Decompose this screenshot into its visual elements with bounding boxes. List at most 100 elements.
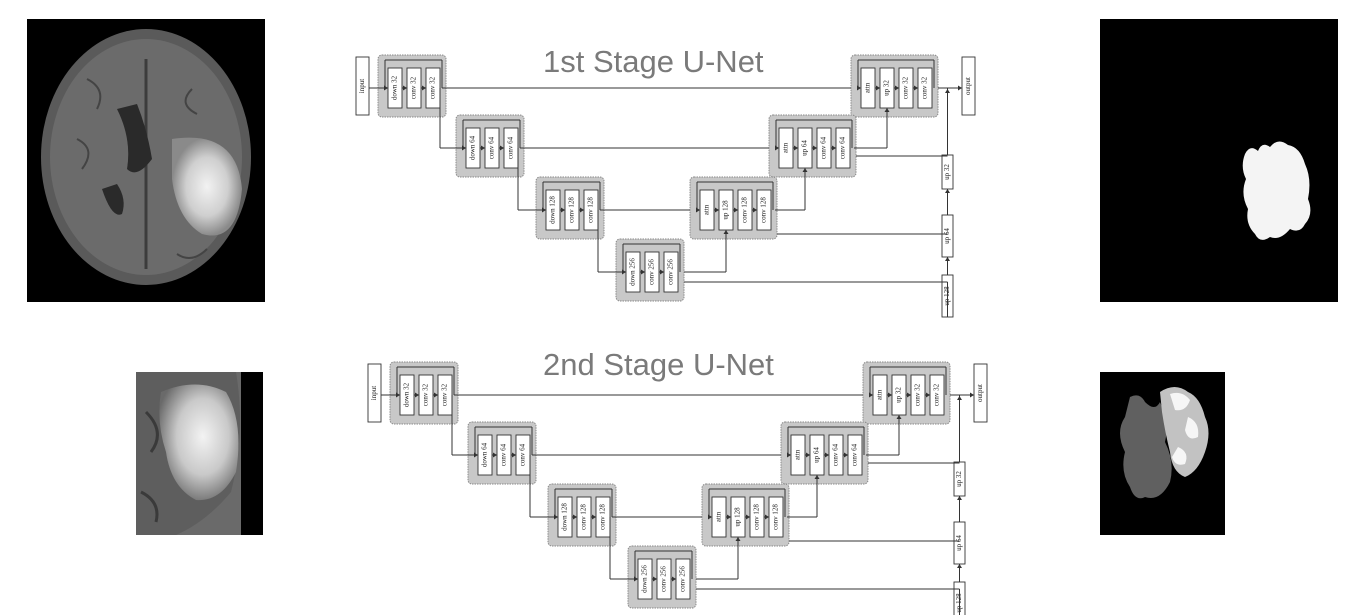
stage-1-encoder-block-2-item-2-label: conv 64: [507, 136, 515, 159]
stage-2-encoder-block-1-item-1-label: conv 32: [422, 383, 430, 406]
arrow-head: [542, 207, 546, 213]
arrow-head: [869, 392, 873, 398]
stage-2-encoder-block-4-item-1-label: conv 256: [660, 566, 668, 592]
stage-1-encoder-block-4-item-2-label: conv 256: [667, 259, 675, 285]
brain-mri-crop: [136, 372, 263, 535]
arrow-head: [493, 452, 497, 458]
stage-2-decoder-block-1-item-2-label: conv 32: [914, 383, 922, 406]
arrow-head: [592, 514, 596, 520]
arrow-head: [462, 145, 466, 151]
stage-2-side-up-2-label: up 64: [955, 535, 963, 551]
stage-1-decoder-block-3-item-2-label: conv 128: [741, 197, 749, 223]
stage-2-encoder-block-3-item-0-label: down 128: [561, 503, 569, 531]
stage-1-decoder-block-2-item-1-label: up 64: [801, 140, 809, 156]
stage-1-encoder-block-4-item-0-label: down 256: [629, 258, 637, 286]
stage-2-decoder-block-1-item-0-label: attn: [876, 389, 884, 400]
stage-1-decoder-block-1-item-2-label: conv 32: [902, 76, 910, 99]
arrow-head: [794, 145, 798, 151]
stage-2-encoder-block-1-item-2-label: conv 32: [441, 383, 449, 406]
stage-1-decoder-block-2-item-0-label: attn: [782, 142, 790, 153]
stage-1-output-label: output: [964, 77, 972, 95]
arrow-head: [500, 145, 504, 151]
arrow-head: [876, 85, 880, 91]
arrow-head: [641, 269, 645, 275]
arrow-head: [708, 514, 712, 520]
arrow-head: [958, 85, 962, 91]
stage-2-input-label: input: [370, 386, 378, 400]
arrow-head: [672, 576, 676, 582]
arrow-head: [945, 189, 950, 193]
stage-2-decoder-block-2-item-2-label: conv 64: [832, 443, 840, 466]
arrow-head: [970, 392, 974, 398]
stage-2-decoder-block-1-item-3-label: conv 32: [933, 383, 941, 406]
arrow-head: [384, 85, 388, 91]
arrow-head: [653, 576, 657, 582]
stage-1-input-label: input: [358, 79, 366, 93]
arrow-head: [787, 452, 791, 458]
arrow-head: [832, 145, 836, 151]
arrow-head: [396, 392, 400, 398]
arrow-head: [945, 89, 950, 93]
stage-1-input-box: [355, 56, 370, 116]
stage-1-encoder-block-3-item-1-label: conv 128: [568, 197, 576, 223]
arrow-head: [715, 207, 719, 213]
arrow-head: [895, 85, 899, 91]
arrow-head: [723, 230, 729, 234]
stage-2-title: 2nd Stage U-Net: [543, 347, 774, 382]
arrow-head: [422, 85, 426, 91]
stage-2-decoder-block-2-item-3-label: conv 64: [851, 443, 859, 466]
arrow-head: [554, 514, 558, 520]
stage-2-encoder-block-4-item-2-label: conv 256: [679, 566, 687, 592]
stage-2-encoder-block-3-item-1-label: conv 128: [580, 504, 588, 530]
arrow-head: [561, 207, 565, 213]
arrow-head: [857, 85, 861, 91]
stage-2-encoder-block-2-item-0-label: down 64: [481, 442, 489, 467]
arrow-head: [775, 145, 779, 151]
stage-2-decoder-block-3-item-1-label: up 128: [734, 507, 742, 527]
arrow-head: [660, 269, 664, 275]
arrow-head: [825, 452, 829, 458]
stage-2-decoder-block-3-item-3-label: conv 128: [772, 504, 780, 530]
arrow-head: [415, 392, 419, 398]
arrow-head: [403, 85, 407, 91]
arrow-head: [945, 257, 950, 261]
arrow-head: [844, 452, 848, 458]
arrow-head: [896, 415, 902, 419]
stage-1-decoder-block-1-item-0-label: attn: [864, 82, 872, 93]
stage-1-encoder-block-2-item-0-label: down 64: [469, 135, 477, 160]
arrow-head: [926, 392, 930, 398]
arrow-head: [481, 145, 485, 151]
stage-2-decoder-block-1-item-1-label: up 32: [895, 387, 903, 403]
tumor-mask-binary: [1100, 19, 1338, 302]
arrow-head: [474, 452, 478, 458]
arrow-head: [753, 207, 757, 213]
arrow-head: [907, 392, 911, 398]
stage-1-decoder-block-3-item-3-label: conv 128: [760, 197, 768, 223]
arrow-head: [888, 392, 892, 398]
stage-2-input-box: [367, 363, 382, 423]
arrow-head: [957, 564, 962, 568]
stage-2-encoder-block-2-item-1-label: conv 64: [500, 443, 508, 466]
arrow-head: [512, 452, 516, 458]
stage-2-encoder-block-2-item-2-label: conv 64: [519, 443, 527, 466]
stage-2-encoder-block-4-item-0-label: down 256: [641, 565, 649, 593]
stage-1-decoder-block-2-item-2-label: conv 64: [820, 136, 828, 159]
stage-1-decoder-block-1-item-3-label: conv 32: [921, 76, 929, 99]
stage-1-encoder-block-1-item-2-label: conv 32: [429, 76, 437, 99]
stage-2-output-label: output: [976, 384, 984, 402]
arrow-head: [580, 207, 584, 213]
stage-2-output-box: [973, 363, 988, 423]
stage-2-decoder-block-3-item-0-label: attn: [715, 511, 723, 522]
stage-1-output-box: [961, 56, 976, 116]
stage-2-side-up-1-label: up 32: [955, 471, 963, 487]
stage-2-decoder-block-2-item-0-label: attn: [794, 449, 802, 460]
tumor-mask-multiclass: [1100, 372, 1225, 535]
stage-2-encoder-block-1-item-0-label: down 32: [403, 382, 411, 407]
arrow-head: [734, 207, 738, 213]
stage-1-encoder-block-2-item-1-label: conv 64: [488, 136, 496, 159]
arrow-head: [813, 145, 817, 151]
stage-1-encoder-block-3-item-2-label: conv 128: [587, 197, 595, 223]
arrow-head: [727, 514, 731, 520]
